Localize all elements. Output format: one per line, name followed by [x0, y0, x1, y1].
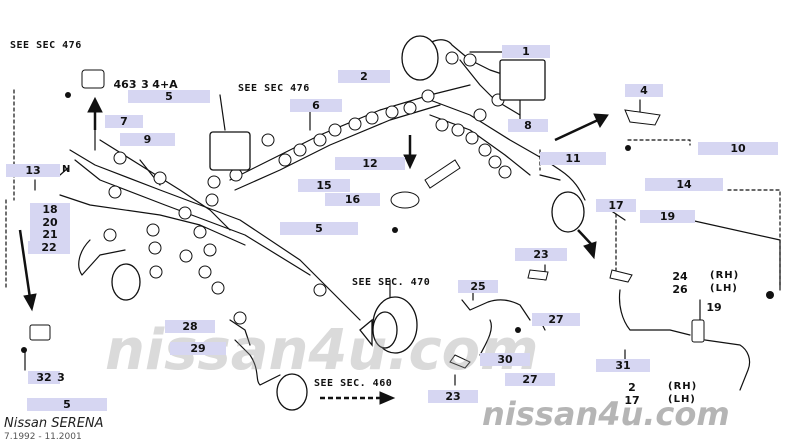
part-label-1[interactable]: 1 — [502, 45, 550, 58]
part-label-2[interactable]: 2 — [338, 70, 390, 83]
part-label-27-top[interactable]: 27 — [532, 313, 580, 326]
watermark-small: nissan4u.com — [482, 395, 730, 433]
part-label-19[interactable]: 19 — [640, 210, 695, 223]
reference-sec-460[interactable]: SEE SEC. 460 — [314, 378, 393, 389]
part-label-3-bottom[interactable]: 3 — [57, 371, 65, 384]
part-label-4[interactable]: 4 — [625, 84, 663, 97]
part-label-11[interactable]: 11 — [540, 152, 606, 165]
side-label-n: N — [62, 164, 72, 175]
part-label-31[interactable]: 31 — [596, 359, 650, 372]
part-label-21[interactable]: 21 — [30, 228, 70, 241]
reference-sec-476-top[interactable]: SEE SEC 476 — [10, 40, 82, 51]
part-label-28[interactable]: 28 — [165, 320, 215, 333]
part-label-3-top[interactable]: 3 — [141, 78, 149, 91]
model-name: Nissan SERENA — [4, 416, 104, 431]
part-label-12[interactable]: 12 — [335, 157, 405, 170]
part-label-25[interactable]: 25 — [458, 280, 498, 293]
part-label-20[interactable]: 20 — [30, 216, 70, 229]
part-label-22[interactable]: 22 — [28, 241, 70, 254]
part-label-23-bottom[interactable]: 23 — [428, 390, 478, 403]
part-label-6[interactable]: 6 — [290, 99, 342, 112]
production-dates: 7.1992 - 11.2001 — [4, 432, 82, 442]
part-label-5-bottom[interactable]: 5 — [27, 398, 107, 411]
reference-sec-476-mid[interactable]: SEE SEC 476 — [238, 83, 310, 94]
part-label-17[interactable]: 17 — [596, 199, 636, 212]
part-label-30[interactable]: 30 — [480, 353, 530, 366]
part-label-5-mid[interactable]: 5 — [280, 222, 358, 235]
part-label-14[interactable]: 14 — [645, 178, 723, 191]
part-label-23-top[interactable]: 23 — [515, 248, 567, 261]
part-label-463[interactable]: 463 — [113, 78, 137, 91]
part-label-17-rear[interactable]: 17 — [624, 394, 640, 407]
part-label-32[interactable]: 32 — [28, 371, 60, 384]
side-label-2-rh: (RH) — [668, 381, 698, 392]
reference-sec-470[interactable]: SEE SEC. 470 — [352, 277, 431, 288]
part-label-29[interactable]: 29 — [170, 342, 226, 355]
part-label-13[interactable]: 13 — [6, 164, 60, 177]
part-label-4a[interactable]: 4+A — [152, 78, 178, 91]
part-label-18[interactable]: 18 — [30, 203, 70, 216]
part-label-8[interactable]: 8 — [508, 119, 548, 132]
part-label-27-bottom[interactable]: 27 — [505, 373, 555, 386]
side-label-24-rh: (RH) — [710, 270, 740, 281]
part-label-7[interactable]: 7 — [105, 115, 143, 128]
part-label-16[interactable]: 16 — [325, 193, 380, 206]
part-label-9[interactable]: 9 — [120, 133, 175, 146]
part-label-10[interactable]: 10 — [698, 142, 778, 155]
part-label-5-top[interactable]: 5 — [128, 90, 210, 103]
part-label-15[interactable]: 15 — [298, 179, 350, 192]
part-label-19-rear[interactable]: 19 — [706, 301, 722, 314]
part-label-24[interactable]: 24 — [672, 270, 688, 283]
part-label-26[interactable]: 26 — [672, 283, 688, 296]
part-label-2-rear[interactable]: 2 — [628, 381, 636, 394]
side-label-26-lh: (LH) — [710, 283, 738, 294]
side-label-17-lh: (LH) — [668, 394, 696, 405]
